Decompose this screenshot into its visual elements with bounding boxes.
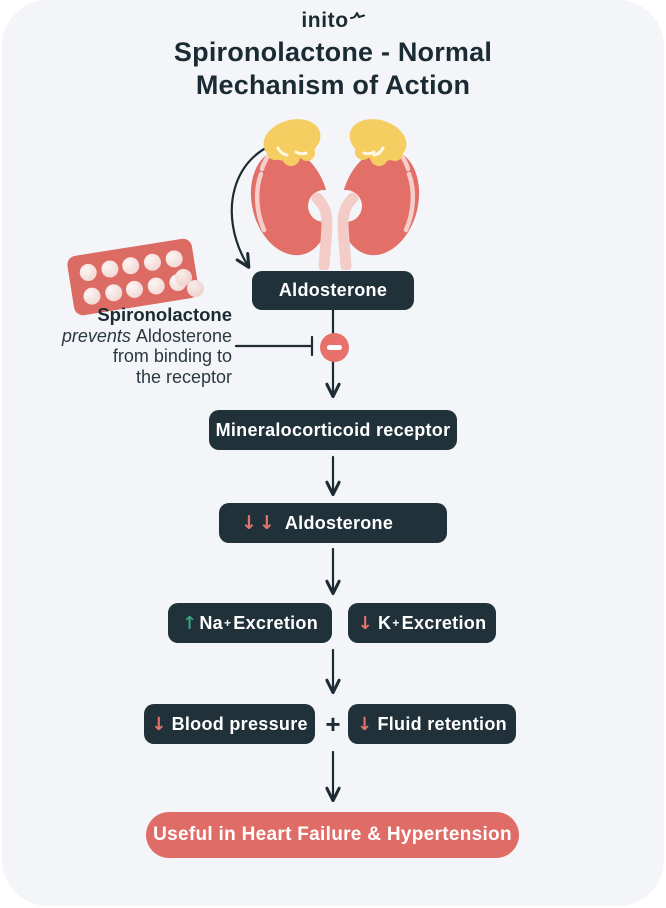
pill bbox=[100, 258, 120, 279]
decreased-aldosterone-box: ↓↓ Aldosterone bbox=[219, 503, 447, 543]
outcome-banner: Useful in Heart Failure & Hypertension bbox=[146, 812, 519, 858]
blood-pressure-box: ↓ Blood pressure bbox=[144, 704, 315, 744]
k-excretion-label: Excretion bbox=[401, 612, 487, 633]
minus-bar bbox=[327, 345, 342, 350]
kidneys-illustration bbox=[250, 119, 420, 270]
note-line2: from binding to bbox=[112, 346, 232, 366]
pill bbox=[78, 262, 99, 282]
na-plus-sup: + bbox=[223, 616, 232, 630]
k-excretion-box: ↓ K+ Excretion bbox=[348, 603, 496, 643]
receptor-label: Mineralocorticoid receptor bbox=[215, 419, 451, 440]
fluid-retention-label: Fluid retention bbox=[377, 713, 507, 734]
k-plus-sup: + bbox=[392, 616, 400, 630]
title-line-2: Mechanism of Action bbox=[195, 70, 471, 100]
logo: inito bbox=[2, 9, 664, 33]
page-title: Spironolactone - Normal Mechanism of Act… bbox=[2, 36, 664, 102]
inhibition-minus-icon bbox=[320, 333, 349, 362]
aldosterone-box: Aldosterone bbox=[252, 271, 414, 310]
logo-flourish-icon bbox=[349, 12, 365, 19]
decreased-aldosterone-label: Aldosterone bbox=[284, 512, 394, 533]
up-arrow-icon: ↑ bbox=[181, 612, 198, 634]
loose-pill bbox=[175, 269, 192, 286]
note-drug-name: Spironolactone bbox=[97, 304, 232, 325]
note-line1-rest: Aldosterone bbox=[135, 325, 232, 346]
na-excretion-box: ↑ Na+ Excretion bbox=[168, 603, 332, 643]
pill bbox=[125, 279, 145, 299]
ureters bbox=[311, 192, 359, 270]
down-arrow-icon: ↓ bbox=[151, 713, 167, 735]
pill bbox=[82, 285, 102, 306]
loose-pill bbox=[187, 280, 204, 297]
down-arrow-icon: ↓ bbox=[357, 612, 374, 634]
k-symbol: K bbox=[378, 612, 392, 633]
pill-pack-illustration bbox=[64, 237, 214, 320]
double-down-arrow-icon: ↓↓ bbox=[241, 512, 277, 534]
pill bbox=[146, 275, 166, 296]
pill bbox=[142, 252, 163, 272]
na-excretion-label: Excretion bbox=[233, 612, 319, 633]
pill bbox=[164, 248, 184, 269]
note-italic-word: prevents bbox=[61, 325, 131, 346]
mineralocorticoid-receptor-box: Mineralocorticoid receptor bbox=[209, 410, 457, 450]
title-line-1: Spironolactone - Normal bbox=[173, 37, 493, 67]
pill bbox=[121, 255, 141, 275]
plus-operator: + bbox=[325, 708, 341, 739]
pill bbox=[103, 282, 124, 302]
outcome-label: Useful in Heart Failure & Hypertension bbox=[153, 824, 512, 845]
adrenal-glands bbox=[263, 119, 407, 166]
blood-pressure-label: Blood pressure bbox=[171, 713, 308, 734]
aldosterone-label: Aldosterone bbox=[278, 280, 388, 300]
note-line3: the receptor bbox=[135, 366, 232, 387]
fluid-retention-box: ↓ Fluid retention bbox=[348, 704, 516, 744]
na-symbol: Na bbox=[199, 612, 223, 633]
logo-text: inito bbox=[301, 9, 349, 32]
down-arrow-icon: ↓ bbox=[357, 713, 373, 735]
